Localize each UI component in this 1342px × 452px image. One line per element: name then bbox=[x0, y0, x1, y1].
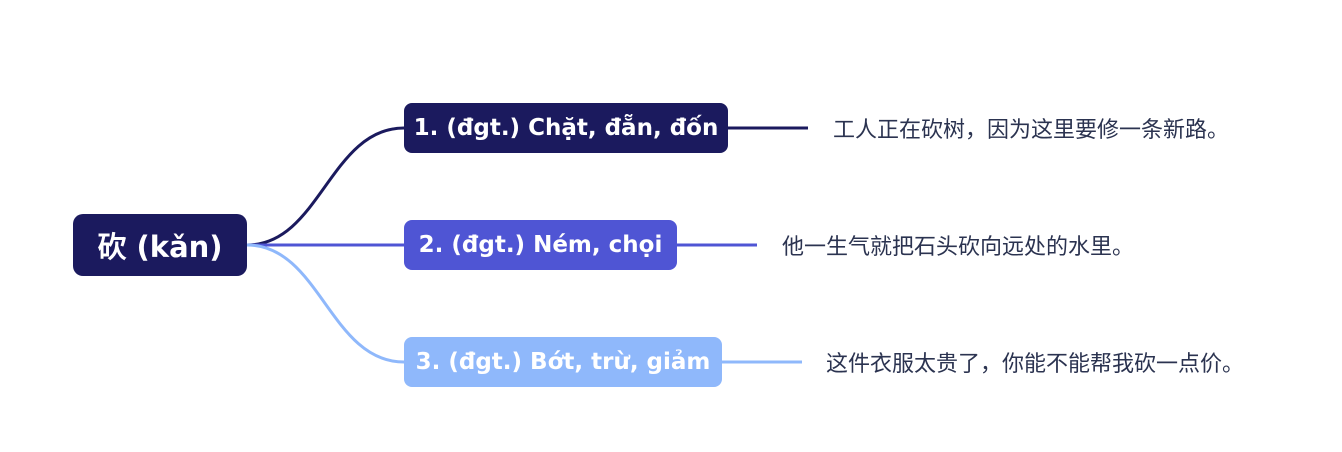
connector-root-to-branch-1 bbox=[246, 126, 405, 247]
example-sentence-1: 工人正在砍树，因为这里要修一条新路。 bbox=[833, 118, 1230, 143]
branch-node-1[interactable]: 1. (đgt.) Chặt, đẵn, đốn bbox=[404, 103, 728, 153]
branch-node-2[interactable]: 2. (đgt.) Ném, chọi bbox=[404, 220, 677, 270]
branch-node-3[interactable]: 3. (đgt.) Bớt, trừ, giảm bbox=[404, 337, 722, 387]
example-sentence-2: 他一生气就把石头砍向远处的水里。 bbox=[782, 235, 1135, 260]
example-sentence-3: 这件衣服太贵了，你能不能帮我砍一点价。 bbox=[826, 352, 1245, 377]
connector-root-to-branch-3 bbox=[246, 243, 405, 364]
root-node[interactable]: 砍 (kǎn) bbox=[73, 214, 247, 276]
